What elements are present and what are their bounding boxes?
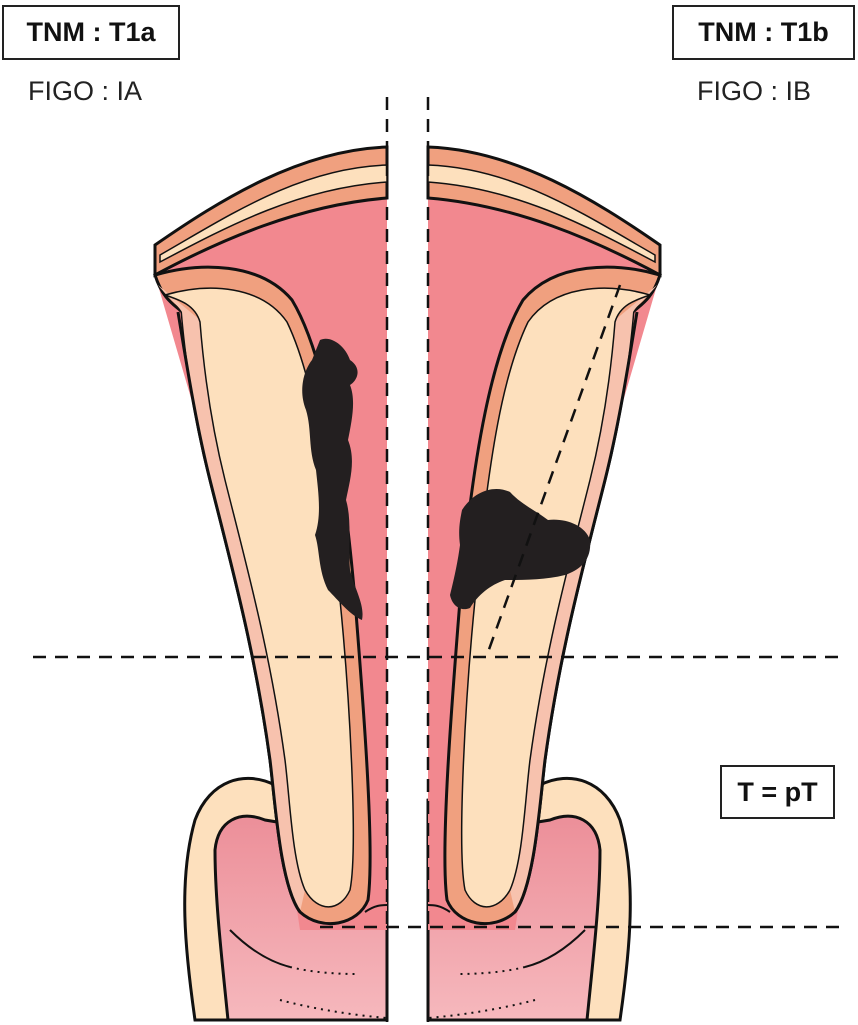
- tnm-t1a-label: TNM : T1a: [2, 5, 180, 60]
- tumor-left: [302, 338, 363, 620]
- figo-ia-label: FIGO : IA: [28, 76, 143, 106]
- pt-note-label: T = pT: [720, 765, 835, 819]
- tnm-t1b-label: TNM : T1b: [672, 5, 855, 60]
- figo-ib-label: FIGO : IB: [697, 76, 812, 106]
- tumor-right: [450, 489, 591, 610]
